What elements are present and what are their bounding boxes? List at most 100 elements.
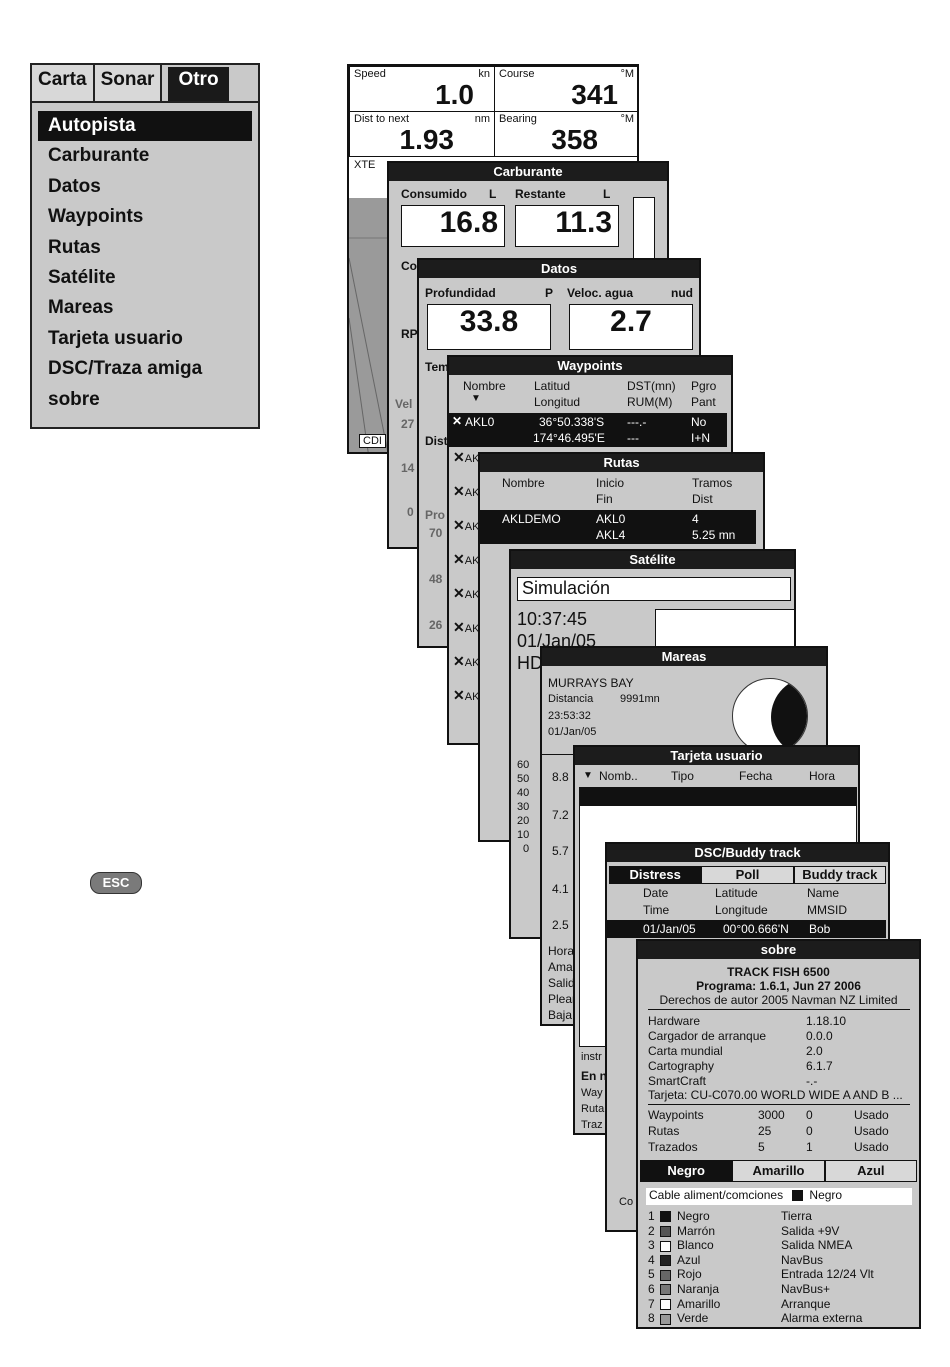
- speed-unit: kn: [478, 68, 490, 80]
- color-swatch-icon: [660, 1284, 671, 1296]
- restante-unit: L: [603, 187, 611, 201]
- bottom-4: Ruta: [581, 1103, 605, 1115]
- tab-distress[interactable]: Distress: [609, 866, 702, 884]
- restante-label: Restante: [515, 187, 566, 201]
- profundidad-unit: P: [545, 286, 554, 300]
- veloc-value: 2.7: [569, 304, 693, 350]
- color-swatch-icon: [660, 1225, 671, 1237]
- cable-color: Negro: [809, 1188, 843, 1202]
- table-row[interactable]: AKLDEMO AKL0 AKL4 4 5.25 mn: [480, 510, 756, 544]
- profundidad-value: 33.8: [427, 304, 551, 350]
- wire-number: 4: [648, 1252, 655, 1267]
- consumido-unit: L: [489, 187, 497, 201]
- course-label: Course: [499, 68, 535, 80]
- carburante-title: Carburante: [389, 163, 667, 181]
- wire-color: Negro: [677, 1209, 710, 1223]
- scale-30: 30: [517, 801, 530, 813]
- wire-function: Entrada 12/24 Vlt: [781, 1267, 874, 1282]
- menu-item-dsc[interactable]: DSC/Traza amiga: [48, 358, 203, 380]
- row-fin: AKL4: [596, 528, 626, 542]
- bottom-2: En n: [581, 1069, 607, 1083]
- sort-down-icon[interactable]: ▼: [583, 770, 593, 781]
- table-row[interactable]: ✕ AKL0 36°50.338'S 174°46.495'E ---.- --…: [449, 413, 727, 447]
- list-item[interactable]: ✕AK: [453, 517, 480, 533]
- tide-y-1: 8.8: [552, 770, 569, 784]
- col-nombre: Nombre: [463, 379, 506, 393]
- tide-dist-label: Distancia: [548, 693, 594, 705]
- bearing-label: Bearing: [499, 113, 537, 125]
- tab-otro[interactable]: Otro: [168, 67, 229, 101]
- menu-item-satelite[interactable]: Satélite: [48, 266, 116, 288]
- wire-number: 2: [648, 1223, 655, 1238]
- row-lat: 36°50.338'S: [539, 415, 605, 429]
- menu-item-tarjeta-usuario[interactable]: Tarjeta usuario: [48, 327, 183, 349]
- scale-60: 60: [517, 759, 530, 771]
- consumido-value: 16.8: [401, 205, 505, 247]
- menu-list: Autopista Carburante Datos Waypoints Rut…: [32, 111, 258, 415]
- list-item[interactable]: ✕AK: [453, 585, 480, 601]
- speed-cell: Speed kn 1.0: [349, 66, 495, 112]
- wire-function: Salida NMEA: [781, 1238, 853, 1253]
- tab-carta[interactable]: Carta: [32, 65, 95, 101]
- row-lon: 174°46.495'E: [533, 431, 605, 445]
- col-longitude: Longitude: [715, 903, 768, 917]
- tide-bottom-3: Salid: [548, 976, 575, 990]
- tarjeta-title: Tarjeta usuario: [575, 747, 858, 765]
- list-item[interactable]: ✕AK: [453, 619, 480, 635]
- list-item[interactable]: ✕AK: [453, 483, 480, 499]
- table-row[interactable]: [580, 788, 856, 806]
- vel-label: Vel: [395, 397, 413, 411]
- color-swatch-icon: [660, 1269, 671, 1281]
- tab-amarillo[interactable]: Amarillo: [732, 1160, 825, 1182]
- tick-27: 27: [401, 417, 415, 431]
- esc-button[interactable]: ESC: [90, 872, 142, 894]
- row-inicio: AKL0: [596, 512, 626, 526]
- table-row[interactable]: 01/Jan/05 00°00.666'N Bob: [607, 920, 886, 938]
- color-swatch-icon: [792, 1190, 804, 1202]
- tab-negro[interactable]: Negro: [640, 1160, 733, 1182]
- tab-buddy-track[interactable]: Buddy track: [793, 866, 886, 884]
- veloc-label: Veloc. agua: [567, 286, 634, 300]
- wire-color: Naranja: [677, 1282, 720, 1296]
- color-swatch-icon: [660, 1298, 671, 1310]
- wire-function: NavBus+: [781, 1282, 831, 1296]
- sobre-screen: sobre TRACK FISH 6500 Programa: 1.6.1, J…: [636, 939, 921, 1329]
- menu-item-sobre[interactable]: sobre: [48, 388, 100, 410]
- tab-sonar[interactable]: Sonar: [94, 65, 163, 101]
- col-pant: Pant: [691, 395, 716, 409]
- menu-item-rutas[interactable]: Rutas: [48, 236, 101, 258]
- menu-item-autopista[interactable]: Autopista: [38, 111, 252, 142]
- wire-number: 7: [648, 1296, 655, 1311]
- tab-azul[interactable]: Azul: [824, 1160, 917, 1182]
- row-pant: I+N: [691, 431, 711, 445]
- restante-value: 11.3: [515, 205, 619, 247]
- scale-50: 50: [517, 773, 530, 785]
- wire-function: Arranque: [781, 1296, 831, 1311]
- col-inicio: Inicio: [596, 476, 625, 490]
- list-item[interactable]: ✕AK: [453, 653, 480, 669]
- color-swatch-icon: [660, 1211, 671, 1223]
- tide-bottom-1: Hora: [548, 944, 575, 958]
- datos-title: Datos: [419, 260, 699, 278]
- xte-label: XTE: [354, 159, 376, 171]
- scale-40: 40: [517, 787, 530, 799]
- sort-down-icon[interactable]: ▼: [471, 393, 481, 404]
- tab-poll[interactable]: Poll: [701, 866, 794, 884]
- bottom-3: Way: [581, 1087, 603, 1099]
- main-menu: Carta Sonar Otro Autopista Carburante Da…: [30, 63, 260, 429]
- cdi-label: CDI: [359, 434, 386, 448]
- menu-item-mareas[interactable]: Mareas: [48, 297, 114, 319]
- row-pgro: No: [691, 415, 707, 429]
- divider: [648, 1104, 910, 1105]
- list-item[interactable]: ✕AK: [453, 687, 480, 703]
- list-item[interactable]: ✕AK: [453, 551, 480, 567]
- col-dst: DST(mn): [627, 379, 676, 393]
- col-dist: Dist: [692, 492, 713, 506]
- menu-item-carburante[interactable]: Carburante: [48, 145, 150, 167]
- menu-item-datos[interactable]: Datos: [48, 175, 101, 197]
- menu-item-waypoints[interactable]: Waypoints: [48, 206, 144, 228]
